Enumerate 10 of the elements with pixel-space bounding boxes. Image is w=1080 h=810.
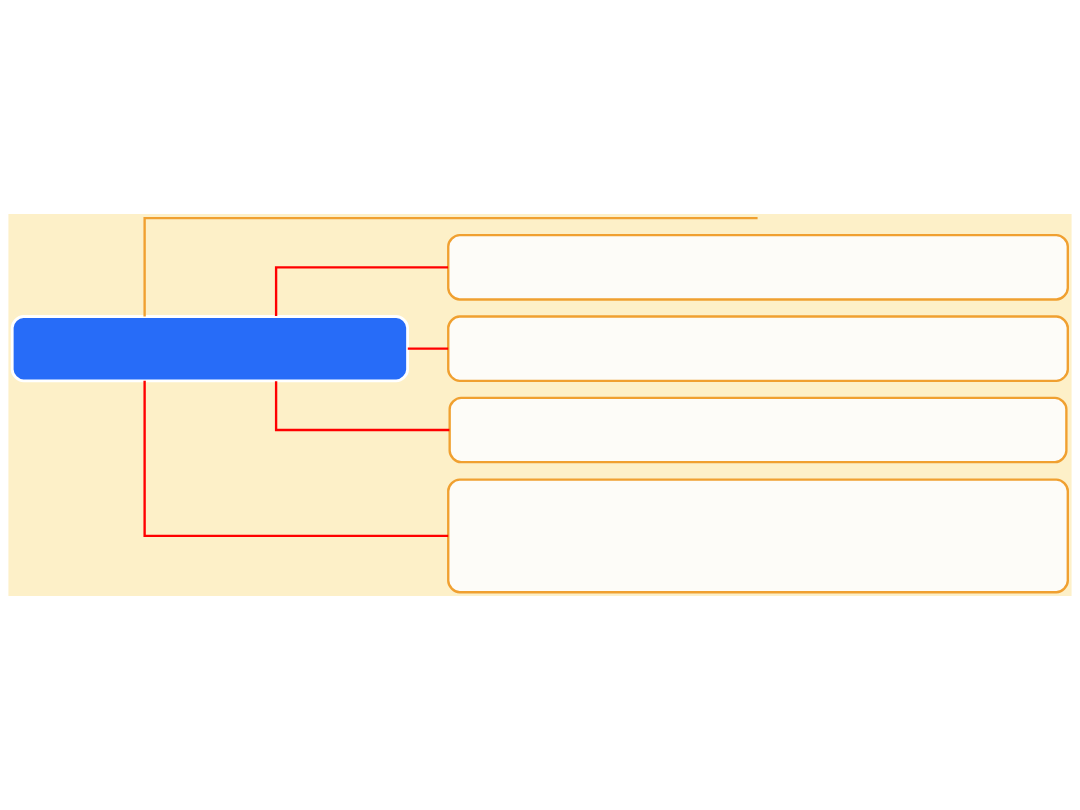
node-box [447,315,1069,382]
connector [274,381,450,432]
node-box [10,315,409,383]
connector [143,216,758,317]
connector [407,347,449,350]
connector [274,266,449,317]
connector [143,380,449,538]
node-box [447,478,1069,594]
node-box [447,233,1069,301]
node-box [448,396,1068,464]
